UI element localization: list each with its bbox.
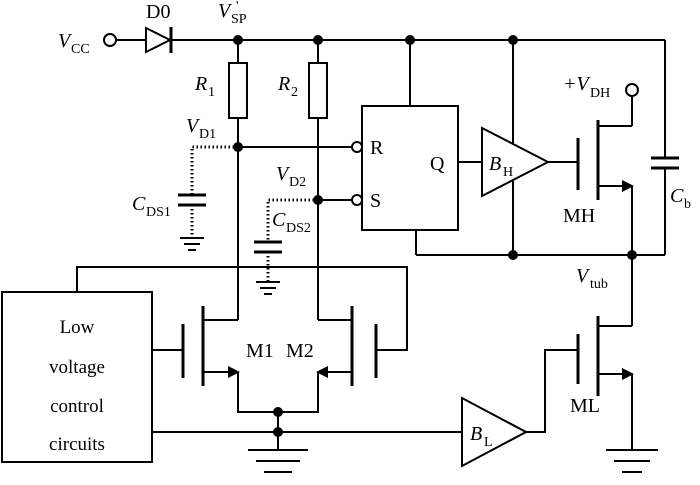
latch-box (361, 105, 459, 231)
transistor-m1: M1 (181, 306, 278, 413)
rs-latch: R S Q (361, 40, 459, 255)
vdh-label: +V (563, 73, 591, 95)
control-box (1, 291, 153, 463)
d0-label: D0 (146, 1, 170, 23)
control-box-line-3: control (50, 396, 104, 417)
r2-label: R (277, 73, 290, 95)
vd1-label: V (186, 115, 201, 137)
resistor-r2 (308, 62, 328, 119)
vdh-terminal (625, 83, 639, 97)
m1-label: M1 (246, 340, 274, 362)
vd2-label-sub: D2 (289, 175, 306, 190)
cds1-label: C (132, 193, 146, 215)
diode-d0: D0 (145, 1, 173, 54)
svg-text:V: V (218, 0, 233, 22)
transistor-m2: M2 (278, 306, 378, 413)
latch-s-label: S (370, 190, 381, 212)
cds1-label-sub: DS1 (146, 205, 171, 220)
ml-label: ML (570, 395, 600, 417)
buffer-bh: B H (481, 40, 551, 255)
m2-gate-wire (76, 266, 408, 351)
resistor-r1 (228, 62, 248, 119)
latch-s-pin (351, 194, 363, 206)
buffer-bl: B L (461, 396, 529, 468)
cds2-label-sub: DS2 (286, 221, 311, 236)
vd2-label: V (276, 163, 291, 185)
diode-d0-symbol (145, 26, 173, 54)
r1-label-sub: 1 (208, 85, 215, 100)
bl-label: B (470, 423, 482, 445)
control-box-line-4: circuits (49, 434, 105, 455)
transistor-mh: +V DH MH (563, 73, 639, 255)
mh-label: MH (563, 205, 595, 227)
vcc-terminal (103, 33, 117, 47)
svg-text:SP: SP (231, 12, 247, 27)
vcc-input: V CC (58, 30, 146, 57)
ground-symbol-main (248, 449, 308, 473)
cds2-label: C (272, 209, 286, 231)
cb-label-sub: b (684, 197, 691, 212)
low-voltage-control-circuits: Low voltage control circuits (1, 291, 153, 463)
r1-label: R (194, 73, 207, 95)
latch-r-label: R (370, 137, 384, 159)
latch-r-pin (351, 141, 363, 153)
control-box-line-1: Low (60, 317, 95, 338)
node-bh-bottom (508, 250, 518, 260)
vtub-label-sub: tub (590, 277, 608, 292)
vsp-label: V SP ' (218, 0, 247, 27)
r2-label-sub: 2 (291, 85, 298, 100)
bh-label: B (489, 153, 501, 175)
vcc-label: V (58, 30, 73, 52)
bh-label-sub: H (503, 165, 513, 180)
vtub-label: V (576, 265, 591, 287)
buffer-bh-triangle (481, 126, 551, 198)
parasitic-cap-cds2: C DS2 (254, 198, 318, 295)
latch-q-label: Q (430, 153, 445, 175)
parasitic-cap-cds1: C DS1 (132, 145, 238, 251)
vcc-label-sub: CC (71, 42, 90, 57)
m2-label: M2 (286, 340, 314, 362)
bootstrap-cap-cb: C b (632, 40, 691, 256)
bl-label-sub: L (484, 435, 493, 450)
control-box-line-2: voltage (49, 357, 105, 378)
cb-label: C (670, 185, 684, 207)
vd1-label-sub: D1 (199, 127, 216, 142)
vdh-label-sub: DH (590, 86, 610, 101)
svg-text:': ' (236, 0, 239, 14)
transistor-ml: ML (570, 316, 658, 473)
